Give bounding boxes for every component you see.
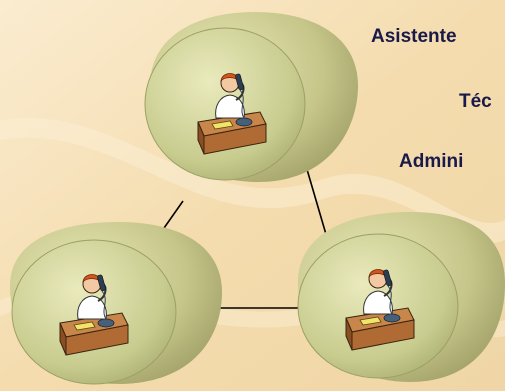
node-top: [144, 12, 358, 182]
role-label-administrador: Admini: [399, 151, 464, 172]
role-label-tecnico: Téc: [459, 91, 492, 112]
node-left: [10, 222, 222, 385]
node-right: [297, 212, 505, 382]
role-label-asistente: Asistente: [371, 26, 457, 47]
background-swirl: [0, 117, 505, 243]
